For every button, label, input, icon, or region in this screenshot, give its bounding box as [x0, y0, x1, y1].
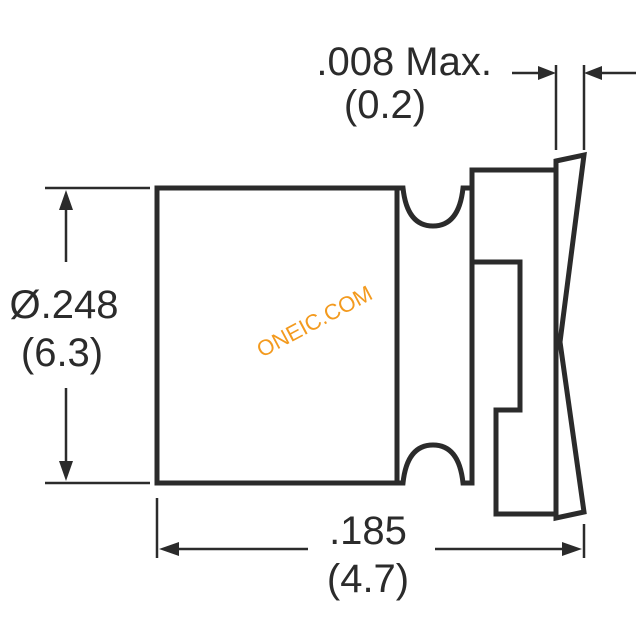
terminal-thickness-mm: (0.2) — [344, 83, 426, 127]
capacitor-neck — [394, 185, 475, 486]
terminal-lead — [553, 151, 587, 522]
terminal-thickness-inch: .008 Max. — [316, 40, 492, 84]
arrowhead-up — [59, 190, 73, 210]
diameter-dimension: Ø.248 (6.3) — [10, 186, 150, 485]
height-mm: (4.7) — [327, 557, 409, 601]
arrowhead-right — [562, 542, 582, 556]
arrowhead-left — [159, 542, 179, 556]
arrowhead-left — [584, 66, 602, 80]
capacitor-can — [154, 185, 400, 486]
diameter-mm: (6.3) — [21, 331, 103, 375]
height-inch: .185 — [329, 509, 407, 553]
height-dimension: .185 (4.7) — [155, 498, 586, 601]
arrowhead-right — [538, 66, 556, 80]
seat-plate — [469, 167, 559, 517]
diameter-inch: Ø.248 — [10, 283, 119, 327]
terminal-thickness-dimension: .008 Max. (0.2) — [316, 40, 636, 150]
arrowhead-down — [59, 461, 73, 481]
